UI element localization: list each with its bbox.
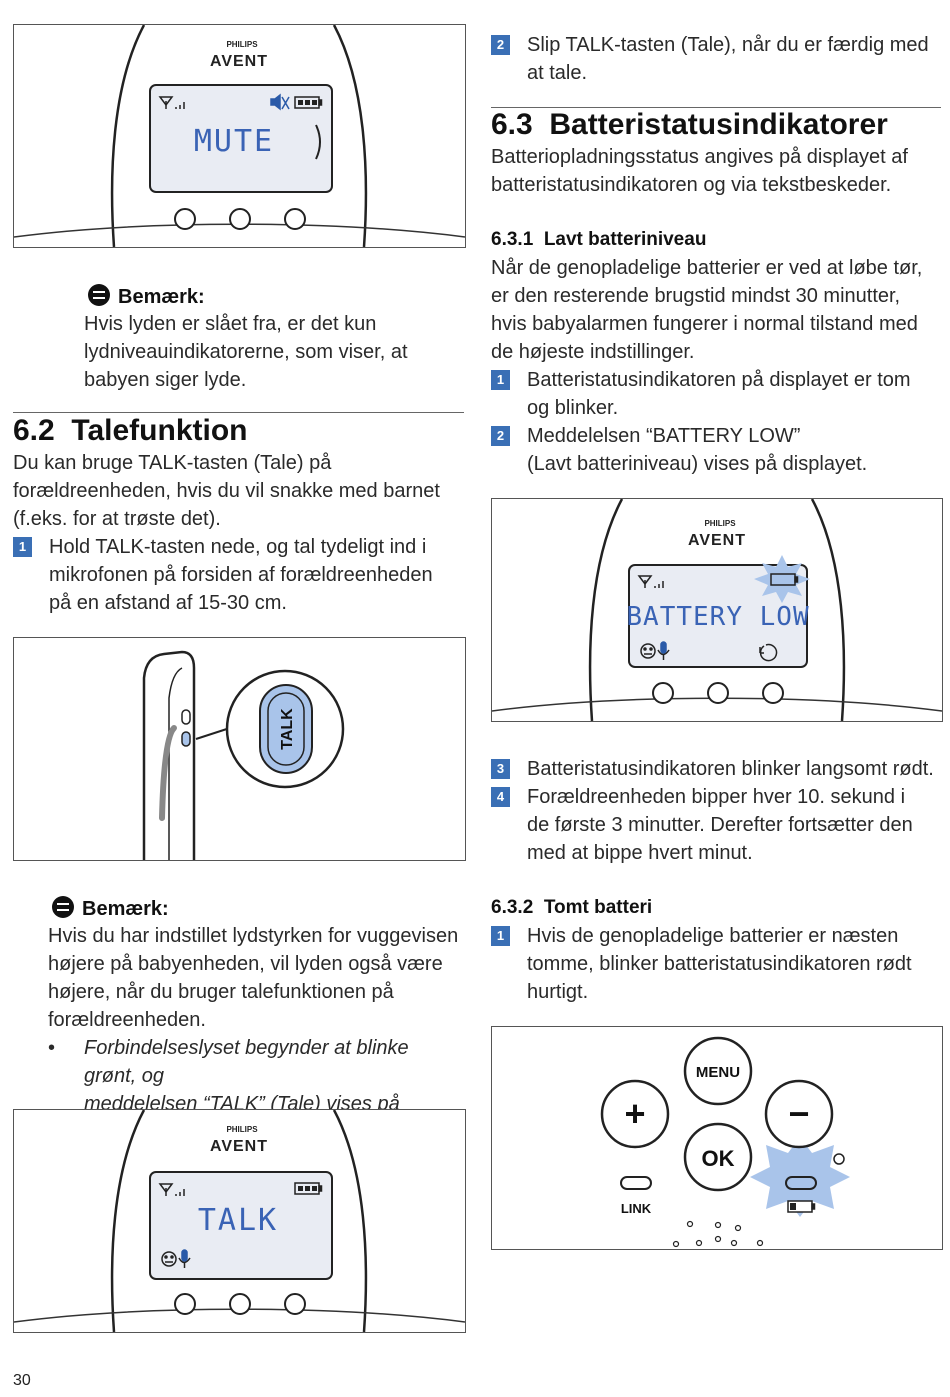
- mute-display-figure: PHILIPS AVENT MUTE: [13, 24, 466, 248]
- step-item: 1 Batteristatusindikatoren på displayet …: [491, 366, 941, 422]
- step-number: 3: [491, 759, 510, 779]
- ok-button[interactable]: [683, 1122, 753, 1192]
- step-number: 1: [491, 926, 510, 946]
- link-label: LINK: [621, 1201, 652, 1216]
- section-rule: [13, 412, 464, 413]
- button-right: [284, 1293, 306, 1315]
- lcd-text: TALK: [198, 1203, 278, 1238]
- button-left: [652, 682, 674, 704]
- step-item: 1 Hvis de genopladelige batterier er næs…: [491, 922, 941, 1006]
- battery-low-icon: [787, 1200, 816, 1213]
- subsection-title-6-3-2: 6.3.2 Tomt batteri: [491, 897, 653, 918]
- subsection-intro: Når de genopladelige batterier er ved at…: [491, 257, 923, 363]
- button-right: [284, 208, 306, 230]
- side-button-talk: [181, 731, 191, 747]
- step-item: 1 Hold TALK-tasten nede, og tal tydeligt…: [13, 533, 464, 617]
- section-rule: [491, 107, 941, 108]
- step-number: 2: [491, 35, 510, 55]
- talk-display-figure: PHILIPS AVENT TALK: [13, 1109, 466, 1333]
- step-item: 2 Slip TALK-tasten (Tale), når du er fær…: [491, 31, 941, 87]
- page-number: 30: [13, 1372, 31, 1389]
- timer-icon: [759, 643, 778, 662]
- note-icon: [88, 284, 110, 306]
- keypad-figure: + MENU − OK LINK: [491, 1026, 943, 1250]
- talk-face-microphone-icon: [161, 1249, 191, 1268]
- lcd-screen: [628, 564, 808, 668]
- note-heading: Bemærk:: [52, 896, 169, 921]
- lcd-screen: [149, 84, 333, 193]
- menu-label: MENU: [696, 1064, 740, 1081]
- speaker-holes: [672, 1220, 764, 1248]
- flash-burst-icon: [754, 555, 810, 603]
- lcd-screen: [149, 1171, 333, 1280]
- talk-button-label: TALK: [279, 708, 296, 750]
- step-item: 3 Batteristatusindikatoren blinker langs…: [491, 755, 946, 783]
- plus-label: +: [624, 1093, 645, 1134]
- chevron-right-icon: [315, 124, 321, 160]
- plus-button[interactable]: [600, 1079, 670, 1149]
- lcd-text: BATTERY LOW: [626, 602, 809, 632]
- battery-empty-icon: [770, 573, 799, 586]
- indicator-light: [833, 1153, 845, 1165]
- brand-small: PHILIPS: [226, 1125, 258, 1134]
- step-number: 4: [491, 787, 510, 807]
- lcd-text: MUTE: [194, 124, 274, 159]
- ok-label: OK: [702, 1146, 735, 1171]
- button-middle: [229, 208, 251, 230]
- button-left: [174, 208, 196, 230]
- side-button-top: [181, 709, 191, 725]
- button-middle: [707, 682, 729, 704]
- note-icon: [52, 896, 74, 918]
- talk-button-figure: TALK: [13, 637, 466, 861]
- battery-light: [785, 1176, 817, 1190]
- brand-small: PHILIPS: [226, 40, 258, 49]
- signal-icon: [158, 96, 185, 109]
- battery-low-figure: PHILIPS AVENT BATTERY LOW: [491, 498, 943, 722]
- section-intro: Du kan bruge TALK-tasten (Tale) på foræl…: [13, 452, 440, 530]
- menu-button[interactable]: [683, 1036, 753, 1106]
- speaker-muted-icon: [270, 93, 290, 111]
- step-number: 1: [13, 537, 32, 557]
- note-text: Hvis lyden er slået fra, er det kun lydn…: [84, 313, 408, 391]
- signal-icon: [158, 1183, 185, 1196]
- step-item: 4 Forældreenheden bipper hver 10. sekund…: [491, 783, 941, 867]
- section-intro: Batteriopladningsstatus angives på displ…: [491, 146, 908, 196]
- button-middle: [229, 1293, 251, 1315]
- minus-button[interactable]: [764, 1079, 834, 1149]
- step-number: 1: [491, 370, 510, 390]
- brand-logo: AVENT: [210, 53, 268, 70]
- battery-icon: [294, 96, 323, 109]
- brand-logo: AVENT: [688, 532, 746, 549]
- note-heading: Bemærk:: [88, 284, 205, 309]
- signal-icon: [637, 575, 664, 588]
- talk-face-microphone-icon: [640, 641, 670, 660]
- brand-small: PHILIPS: [704, 519, 736, 528]
- bullet-mark: •: [48, 1037, 56, 1059]
- button-left: [174, 1293, 196, 1315]
- subsection-title-6-3-1: 6.3.1 Lavt batteriniveau: [491, 229, 707, 250]
- button-right: [762, 682, 784, 704]
- note-text: Hvis du har indstillet lydstyrken for vu…: [48, 925, 459, 1031]
- brand-logo: AVENT: [210, 1138, 268, 1155]
- step-number: 2: [491, 426, 510, 446]
- step-item: 2 Meddelelsen “BATTERY LOW” (Lavt batter…: [491, 422, 941, 478]
- minus-label: −: [788, 1093, 809, 1134]
- section-title-6-2: 6.2 Talefunktion: [13, 414, 248, 447]
- section-title-6-3: 6.3 Batteristatusindikatorer: [491, 108, 888, 141]
- link-light: [620, 1176, 652, 1190]
- battery-icon: [294, 1182, 323, 1195]
